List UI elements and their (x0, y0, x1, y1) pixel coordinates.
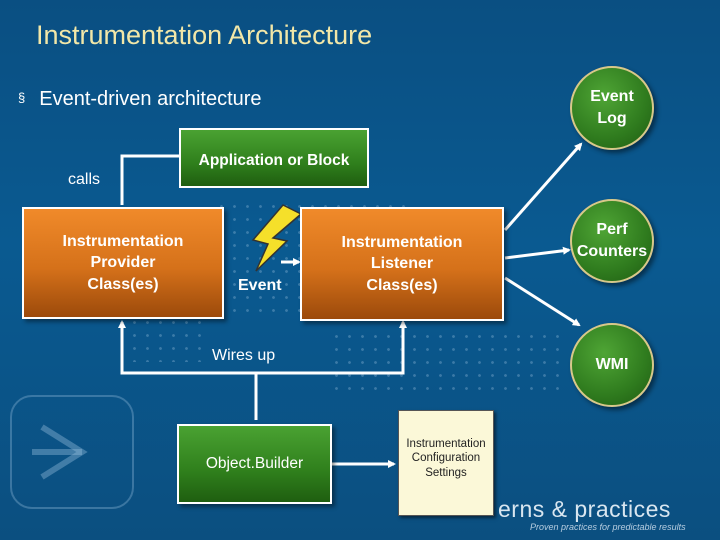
perf-counters-line1: Perf (596, 221, 628, 239)
provider-box: Instrumentation Provider Class(es) (22, 207, 224, 319)
application-label: Application or Block (198, 152, 350, 169)
provider-label-line1: Instrumentation (62, 232, 184, 250)
note-line2: Configuration (411, 452, 481, 465)
calls-label: calls (68, 171, 101, 188)
provider-label-line2: Provider (90, 254, 156, 272)
calls-connector (120, 154, 179, 205)
listener-label-line2: Listener (370, 255, 434, 273)
sink-connectors (503, 142, 583, 327)
application-box: Application or Block (179, 128, 369, 188)
lightning-bolt-icon (251, 204, 303, 272)
bullet-marker-icon: § (18, 90, 26, 105)
listener-box: Instrumentation Listener Class(es) (300, 207, 504, 321)
listener-label-line1: Instrumentation (341, 233, 463, 251)
listener-label-line3: Class(es) (366, 276, 438, 294)
arrow-right-icon (32, 424, 88, 480)
bullet-item: § Event-driven architecture (18, 88, 262, 111)
brand-tagline: Proven practices for predictable results (530, 522, 686, 532)
perf-counters-sink: Perf Counters (570, 199, 654, 283)
dot-pattern-bottom (330, 330, 560, 400)
object-builder-box: Object.Builder (177, 424, 332, 504)
brand-name: erns & practices (498, 496, 671, 522)
bullet-text: Event-driven architecture (39, 88, 262, 110)
slide-title: Instrumentation Architecture (36, 20, 373, 50)
event-log-sink: Event Log (570, 66, 654, 150)
note-line1: Instrumentation (406, 438, 486, 450)
note-line3: Settings (425, 466, 467, 479)
wires-up-connector (118, 320, 407, 420)
event-label: Event (238, 277, 282, 294)
arrow-decoration (10, 395, 134, 509)
configuration-settings-note: Instrumentation Configuration Settings (398, 410, 494, 516)
wmi-label: WMI (595, 356, 629, 374)
object-builder-label: Object.Builder (205, 455, 304, 472)
wmi-sink: WMI (570, 323, 654, 407)
wires-up-label: Wires up (212, 347, 276, 364)
event-log-line2: Log (597, 110, 627, 127)
dot-pattern-left (128, 316, 210, 362)
event-log-line1: Event (590, 88, 634, 106)
perf-counters-line2: Counters (576, 243, 648, 260)
provider-label-line3: Class(es) (87, 275, 159, 293)
